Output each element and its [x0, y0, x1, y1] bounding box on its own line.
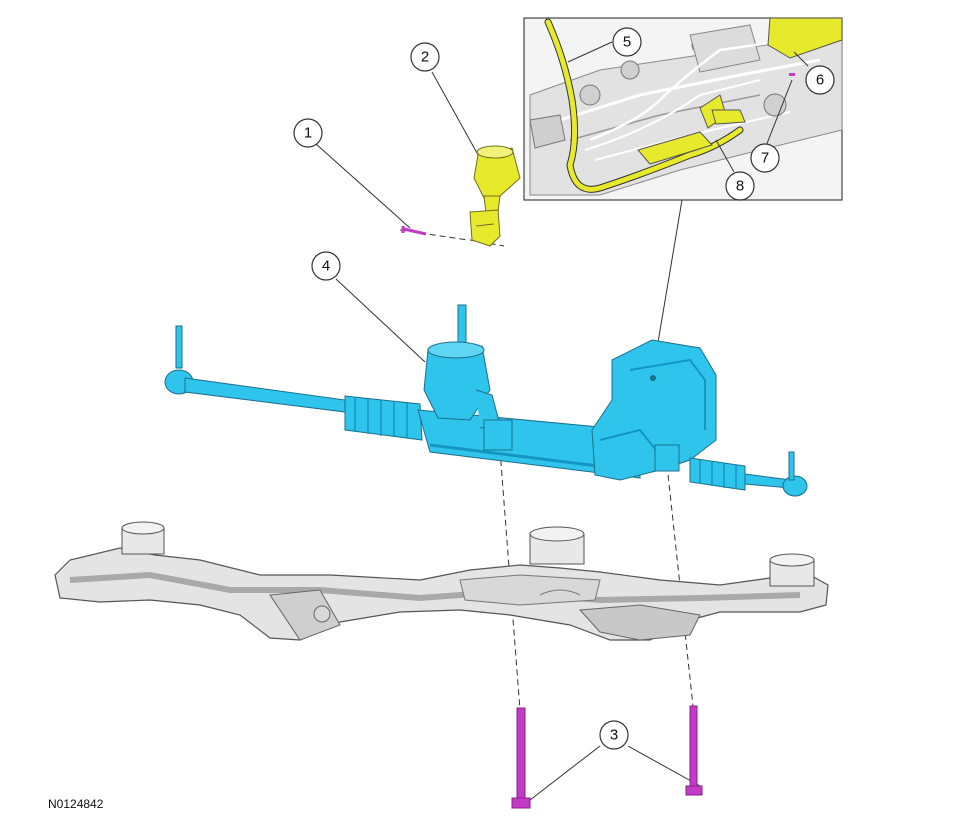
svg-text:1: 1 [304, 125, 312, 142]
intermediate-shaft [469, 145, 521, 247]
callout-1: 1 [293, 118, 323, 148]
callout-5: 5 [612, 27, 642, 57]
bolt-item-3-right [685, 705, 703, 796]
svg-text:7: 7 [761, 150, 769, 167]
callout-7: 7 [750, 143, 780, 173]
svg-text:6: 6 [816, 72, 824, 89]
bolt-item-1 [401, 226, 427, 236]
svg-text:5: 5 [623, 34, 631, 51]
callout-6: 6 [805, 65, 835, 95]
callout-3: 3 [599, 720, 629, 750]
subframe [54, 521, 829, 641]
svg-text:4: 4 [322, 258, 330, 275]
svg-text:8: 8 [736, 178, 744, 195]
callout-8: 8 [725, 171, 755, 201]
svg-text:2: 2 [421, 49, 429, 66]
figure-id: N0124842 [48, 797, 104, 811]
subframe-mount-right [769, 553, 815, 587]
subframe-mount-center [529, 526, 585, 565]
detail-inset [523, 17, 843, 201]
steering-gear [164, 304, 808, 497]
svg-text:3: 3 [610, 727, 618, 744]
callout-4: 4 [311, 251, 341, 281]
bolt-item-3-left [511, 707, 531, 809]
callout-2: 2 [410, 42, 440, 72]
subframe-mount-left [121, 521, 165, 555]
